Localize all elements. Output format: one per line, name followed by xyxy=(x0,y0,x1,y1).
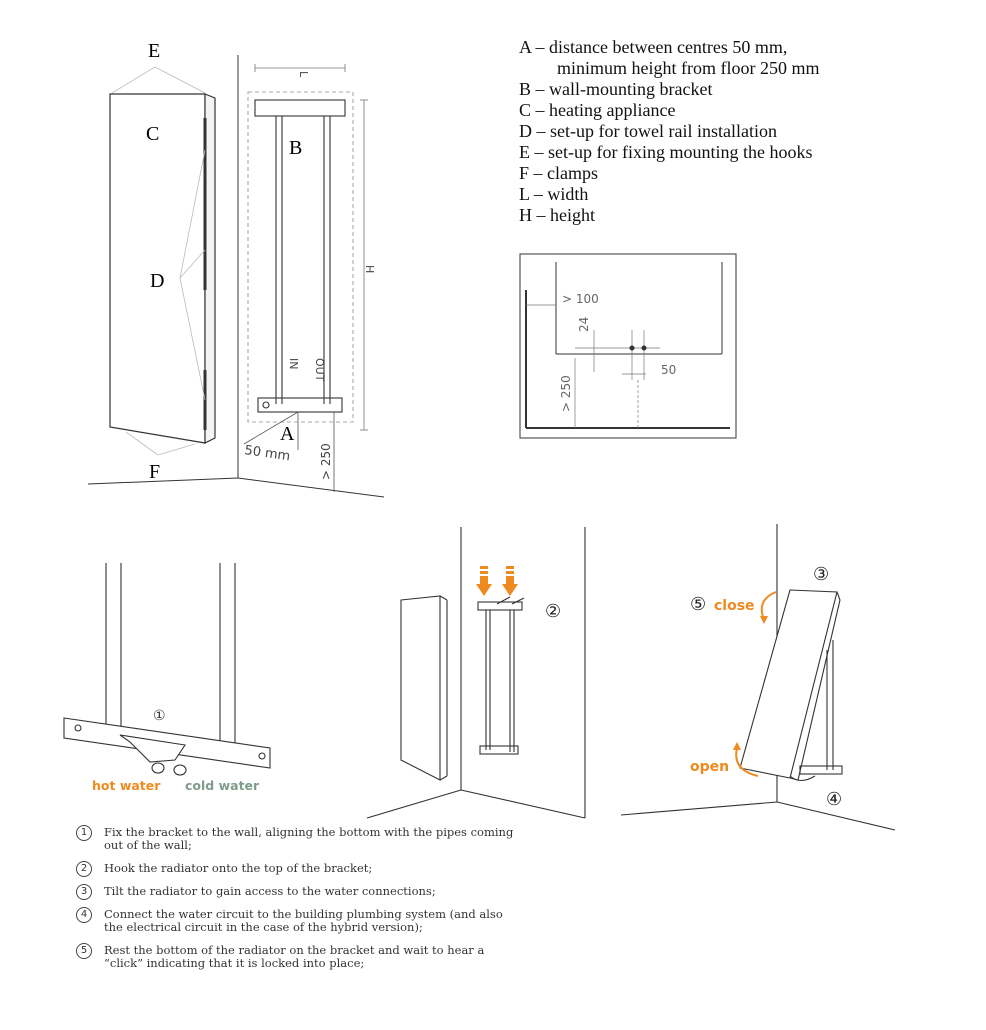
detail-dim24: 24 xyxy=(577,317,591,332)
legend-line-l: L – width xyxy=(519,184,589,204)
step-1: 1 Fix the bracket to the wall, aligning … xyxy=(76,825,516,852)
detail-gt100: > 100 xyxy=(562,292,599,306)
step-text: Connect the water circuit to the buildin… xyxy=(104,907,503,934)
legend-line-b: B – wall-mounting bracket xyxy=(519,79,713,99)
legend-line-d: D – set-up for towel rail installation xyxy=(519,121,777,141)
legend-line-f: F – clamps xyxy=(519,163,598,183)
open-label: open xyxy=(690,759,729,775)
rotate-open-arrow-icon xyxy=(735,747,759,777)
step-text: Fix the bracket to the wall, aligning th… xyxy=(104,825,514,852)
close-arrowhead-icon xyxy=(760,616,768,624)
cold-water-label: cold water xyxy=(185,778,260,793)
label-c: C xyxy=(146,123,159,145)
wall-bracket-view xyxy=(243,64,368,492)
steps-list: 1 Fix the bracket to the wall, aligning … xyxy=(76,825,516,980)
down-arrow-icon xyxy=(476,566,518,596)
label-b: B xyxy=(289,137,302,159)
detail-box xyxy=(519,253,737,439)
step-number: 5 xyxy=(76,943,92,959)
fig4-num: ④ xyxy=(826,789,842,810)
fig3-num: ③ xyxy=(813,564,829,585)
step-text: Tilt the radiator to gain access to the … xyxy=(104,884,436,898)
step-number: 3 xyxy=(76,884,92,900)
figure-step-3 xyxy=(620,524,896,831)
label-gt250-main: > 250 xyxy=(319,443,333,480)
step-text: Rest the bottom of the radiator on the b… xyxy=(104,943,485,970)
label-50mm: 50 mm xyxy=(243,443,291,464)
step-3: 3 Tilt the radiator to gain access to th… xyxy=(76,884,516,900)
figure-step-2 xyxy=(366,527,586,819)
step-2: 2 Hook the radiator onto the top of the … xyxy=(76,861,516,877)
figure-step-1 xyxy=(63,563,271,776)
detail-dim50: 50 xyxy=(661,363,676,377)
step-5: 5 Rest the bottom of the radiator on the… xyxy=(76,943,516,970)
step-number: 4 xyxy=(76,907,92,923)
open-arrowhead-icon xyxy=(733,742,741,750)
step-text: Hook the radiator onto the top of the br… xyxy=(104,861,373,875)
label-a: A xyxy=(280,423,295,445)
fig2-num: ② xyxy=(545,601,561,622)
hot-water-label: hot water xyxy=(92,778,161,793)
label-in: IN xyxy=(287,358,300,369)
fig1-num: ① xyxy=(153,708,166,724)
label-e: E xyxy=(148,40,160,62)
step-4: 4 Connect the water circuit to the build… xyxy=(76,907,516,934)
label-out: OUT xyxy=(313,358,326,382)
label-l: L xyxy=(297,71,310,78)
close-label: close xyxy=(714,598,755,614)
label-h: H xyxy=(363,265,376,273)
legend-line-a2: minimum height from floor 250 mm xyxy=(557,58,820,78)
label-f: F xyxy=(149,461,160,483)
rotate-close-arrow-icon xyxy=(760,591,777,621)
legend-line-e: E – set-up for fixing mounting the hooks xyxy=(519,142,813,162)
detail-gt250: > 250 xyxy=(559,375,573,412)
wall-corner xyxy=(87,55,385,498)
legend: A – distance between centres 50 mm, mini… xyxy=(519,37,819,226)
legend-line-a1: A – distance between centres 50 mm, xyxy=(519,37,788,57)
legend-line-c: C – heating appliance xyxy=(519,100,676,120)
radiator-front-view xyxy=(109,66,216,456)
label-d: D xyxy=(150,270,164,292)
step-number: 2 xyxy=(76,861,92,877)
step-number: 1 xyxy=(76,825,92,841)
legend-line-h: H – height xyxy=(519,205,595,225)
close-num: ⑤ xyxy=(690,594,706,615)
